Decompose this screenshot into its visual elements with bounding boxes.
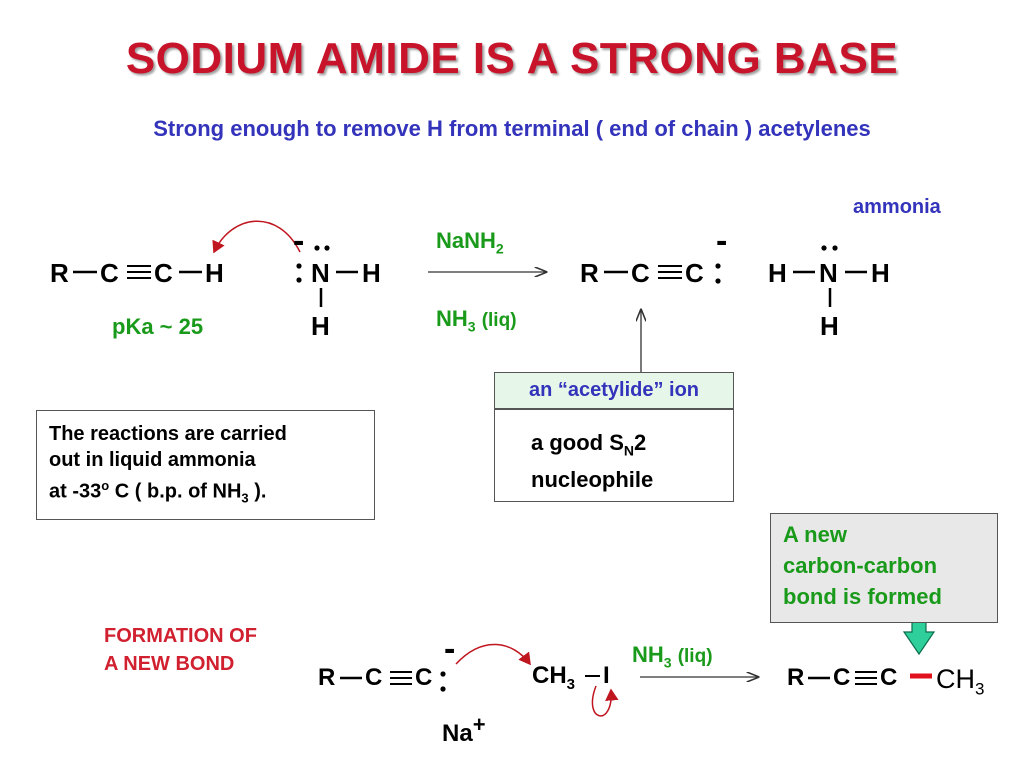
r2-charge: - — [444, 630, 456, 668]
page-subtitle: Strong enough to remove H from terminal … — [153, 116, 871, 141]
triple-bond-4 — [855, 671, 877, 685]
triple-bond-3 — [390, 671, 412, 685]
r2-product-c1: C — [833, 664, 851, 691]
r2-product-r: R — [787, 664, 805, 691]
sodium-counterion: Na+ — [442, 712, 486, 747]
ammonia-h-bottom: H — [820, 311, 839, 341]
amide-h-bottom: H — [311, 311, 330, 341]
lone-pair-dot — [440, 686, 446, 692]
lone-pair-dot — [296, 277, 302, 283]
formation-line-2: A NEW BOND — [104, 653, 235, 675]
r2-c1: C — [365, 664, 383, 691]
curved-arrow-leaving-group — [591, 685, 619, 717]
lone-pair-dot — [324, 245, 330, 251]
pka-label: pKa ~ 25 — [112, 314, 204, 339]
new-bond-line-1: A new — [783, 522, 847, 547]
reagent-nh3: NH3 (liq) — [436, 306, 517, 335]
conditions-line-3: at -33o C ( b.p. of NH3 ). — [49, 478, 267, 506]
formation-label: FORMATION OF A NEW BOND — [104, 622, 257, 678]
new-bond-line-3: bond is formed — [783, 584, 942, 609]
r2-r: R — [318, 664, 336, 691]
conditions-line-1: The reactions are carried — [49, 423, 287, 445]
lone-pair-dot — [821, 245, 827, 251]
nucleophile-line-2: nucleophile — [531, 467, 654, 493]
r2-c2: C — [415, 664, 433, 691]
ammonia-h-right: H — [871, 258, 890, 288]
product-charge: - — [716, 222, 728, 260]
conditions-line-2: out in liquid ammonia — [49, 449, 256, 471]
alkyne-r: R — [50, 258, 69, 288]
triple-bond-2 — [658, 265, 682, 279]
methyl-iodide: CH3 — [532, 662, 576, 693]
curved-arrow-attack — [455, 643, 531, 666]
nucleophile-line-1: a good SN2 — [531, 430, 647, 459]
lone-pair-dot — [715, 278, 721, 284]
lone-pair-dot — [296, 263, 302, 269]
alkyne-c1: C — [100, 258, 119, 288]
lone-pair-dot — [832, 245, 838, 251]
lone-pair-dot — [440, 671, 446, 677]
ammonia-h-left: H — [768, 258, 787, 288]
lone-pair-dot — [715, 263, 721, 269]
alkyne-h: H — [205, 258, 224, 288]
ammonia-n: N — [819, 258, 838, 288]
reagent-nh3-2: NH3 (liq) — [632, 642, 713, 671]
acetylide-label-box: an “acetylide” ion — [494, 372, 734, 409]
product-c1: C — [631, 258, 650, 288]
acetylide-description-box: a good SN2 nucleophile — [494, 409, 734, 502]
conditions-box: The reactions are carried out in liquid … — [36, 410, 375, 520]
formation-line-1: FORMATION OF — [104, 625, 257, 647]
amide-n: N — [311, 258, 330, 288]
amide-h-right: H — [362, 258, 381, 288]
amide-charge: - — [293, 222, 305, 260]
reagent-nanh2: NaNH2 — [436, 228, 504, 257]
new-bond-box: A new carbon-carbon bond is formed — [770, 513, 998, 623]
product-c2: C — [685, 258, 704, 288]
triple-bond-1 — [127, 265, 151, 279]
r2-product-c2: C — [880, 664, 898, 691]
lone-pair-dot — [314, 245, 320, 251]
alkyne-c2: C — [154, 258, 173, 288]
new-bond-line-2: carbon-carbon — [783, 553, 938, 578]
ammonia-label: ammonia — [853, 196, 941, 218]
curved-arrow-deprotonation — [212, 220, 301, 254]
iodine: I — [603, 662, 610, 689]
product-r: R — [580, 258, 599, 288]
page-title: SODIUM AMIDE IS A STRONG BASE — [125, 34, 899, 83]
r2-product-methyl: CH3 — [936, 664, 985, 699]
